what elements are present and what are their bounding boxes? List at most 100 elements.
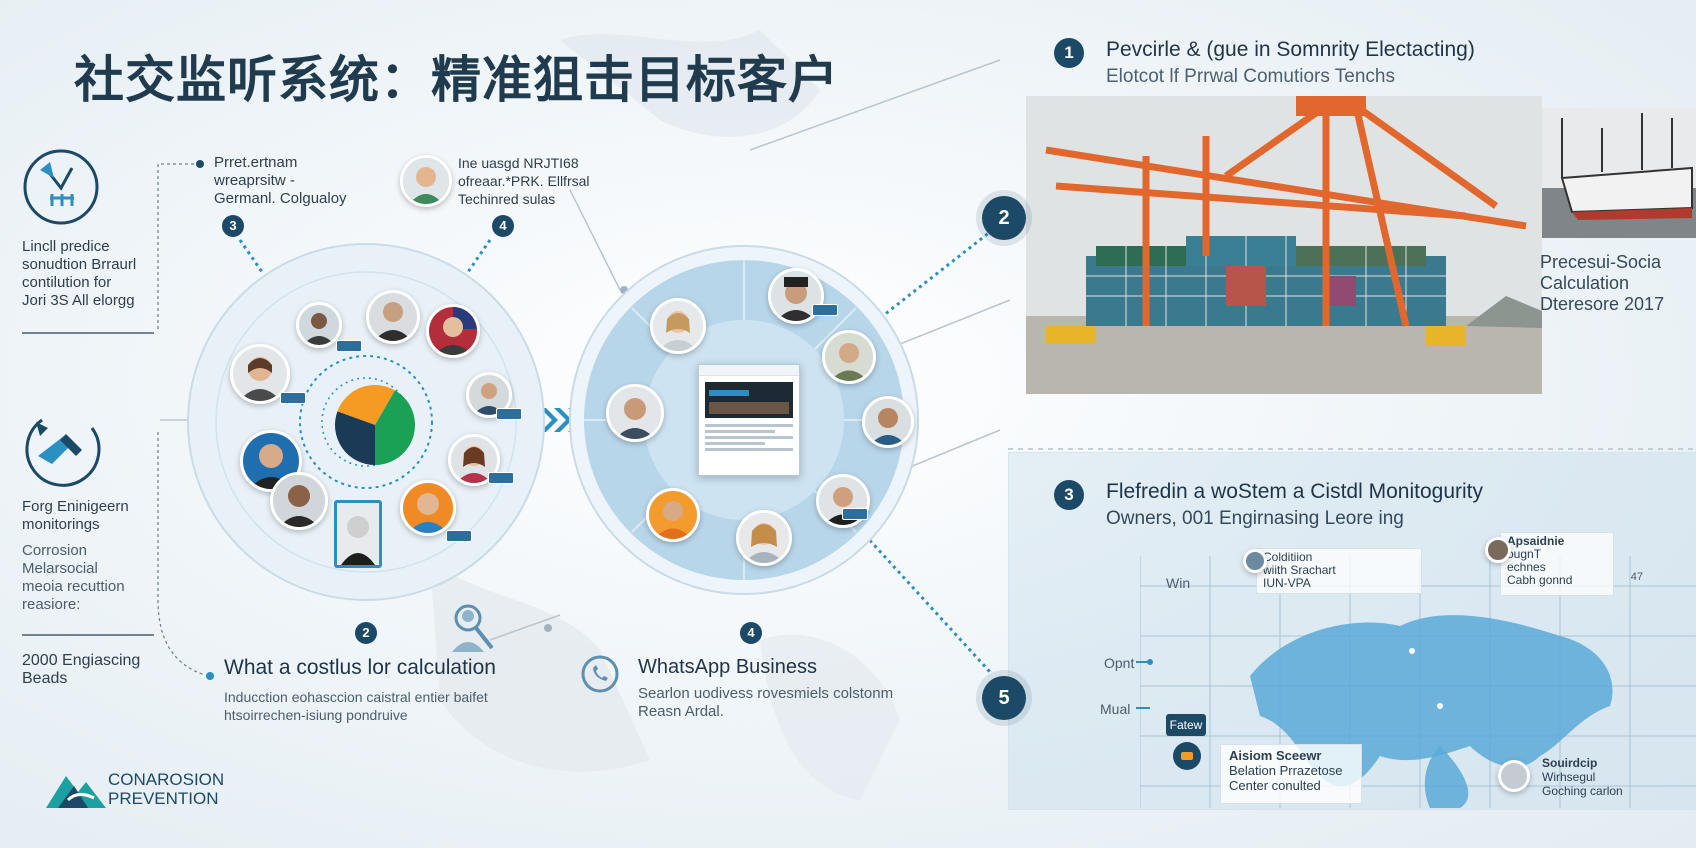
pie-slice: [335, 411, 375, 465]
section-number: 2: [982, 196, 1026, 240]
card-label: Fatew: [1166, 714, 1206, 736]
port-crane-image: [1026, 96, 1542, 394]
avatar: [650, 298, 706, 354]
card-line: echnes: [1507, 560, 1546, 574]
sidebar-heading: Beads: [22, 670, 68, 687]
avatar: [1498, 760, 1530, 792]
card-line: wiith Srachart: [1263, 563, 1336, 577]
sidebar-line: sonudtion Brraurl: [22, 256, 137, 273]
card-line: Colditiion: [1263, 550, 1313, 564]
sidebar-line: Lincll predice: [22, 238, 110, 255]
caption-heading: What a costlus lor calculation: [224, 656, 496, 679]
world-map-grid: [1140, 556, 1696, 808]
tag-marker: [812, 304, 838, 316]
whatsapp-line: Searlon uodivess rovesmiels colstonm: [638, 685, 894, 702]
dashboard-screen: [698, 364, 800, 476]
label-line: Germanl. Colgualoy: [214, 190, 347, 207]
pie-slice: [375, 390, 415, 465]
pie-chart: [335, 385, 415, 465]
logo-icon: [46, 776, 106, 808]
avatar: [736, 510, 792, 566]
section1-side-text: Precesui-Socia Calculation Dteresore 201…: [1540, 252, 1664, 315]
step-badge: 3: [222, 215, 244, 237]
avatar: [400, 155, 452, 207]
profile-card: [334, 500, 382, 568]
tools-icon: [25, 418, 101, 487]
whatsapp-line: Reasn Ardal.: [638, 703, 724, 720]
avatar: [822, 330, 876, 384]
avatar: [862, 396, 914, 448]
label-line: Ine uasgd NRJTI68: [458, 155, 579, 171]
section-divider: [1008, 448, 1696, 450]
ship-photo: [1542, 108, 1696, 238]
sidebar-icon-antenna: [22, 148, 100, 226]
section-number: 1: [1054, 38, 1084, 68]
card-line: Aisiom Sceewr: [1229, 748, 1322, 763]
avatar: [426, 304, 480, 358]
map-card-bottom: Aisiom Sceewr Belation Prrazetose Center…: [1220, 744, 1362, 804]
card-line: Cabh gonnd: [1507, 573, 1573, 587]
left-cluster-label-tl: Prret.ertnam wreaprsitw - Germanl. Colgu…: [214, 154, 347, 208]
map-card-top-right: Apsaidnie ougnT echnes Cabh gonnd 47: [1485, 532, 1643, 596]
sidebar-block-1: Lincll predice sonudtion Brraurl contilu…: [22, 238, 136, 310]
left-cluster-caption: What a costlus lor calculation Inducctio…: [224, 656, 496, 724]
avatar: [646, 488, 700, 542]
label-line: ofreaar.*PRK. Ellfrsal: [458, 173, 590, 189]
sidebar-line: meoia recuttion: [22, 578, 125, 595]
axis-label: Mual: [1100, 701, 1131, 717]
side-text-line: Precesui-Socia: [1540, 252, 1662, 272]
section-heading: Flefredin a woStem a Cistdl Monitogurity: [1106, 480, 1483, 503]
sidebar-block-3: 2000 Engiascing Beads: [22, 652, 140, 688]
sidebar-heading: Forg Eninigeern: [22, 498, 129, 515]
avatar: [296, 302, 342, 348]
sidebar-line: reasiore:: [22, 596, 81, 613]
caption-line: Inducction eohasccion caistral entier ba…: [224, 689, 488, 705]
map-card-bottom-right: Souirdcip Wirhsegul Goching carlon: [1498, 756, 1682, 804]
side-text-line: Dteresore 2017: [1540, 294, 1665, 314]
card-line: Goching carlon: [1542, 784, 1623, 798]
tag-marker: [446, 530, 472, 542]
tag-marker: [488, 472, 514, 484]
logo-line: CONAROSION: [108, 770, 225, 789]
axis-label: Opnt: [1104, 655, 1135, 671]
caption-line: htsoirrechen-isiung pondruive: [224, 707, 408, 723]
avatar: [1485, 537, 1511, 563]
step-badge: 4: [492, 215, 514, 237]
map-card-left: Fatew: [1166, 714, 1208, 770]
sidebar-icon-wrench: [22, 406, 104, 488]
search-person-icon: [446, 602, 500, 666]
avatar: [230, 344, 290, 404]
section-subheading: Owners, 001 Engirnasing Leore ing: [1106, 508, 1404, 529]
tag-marker: [842, 508, 868, 520]
section-number: 5: [982, 676, 1026, 720]
map-card-top: Colditiion wiith Srachart IUN-VPA: [1243, 548, 1422, 594]
avatar: [270, 472, 328, 530]
card-line: Wirhsegul: [1542, 770, 1596, 784]
step-badge: 4: [740, 622, 762, 644]
page-title: 社交监听系统：精准狙击目标客户: [74, 51, 839, 109]
sidebar-heading: 2000 Engiascing: [22, 652, 141, 669]
card-line: ougnT: [1507, 547, 1542, 561]
side-text-line: Calculation: [1540, 273, 1630, 293]
sidebar-line: Jori 3S All elorgg: [22, 292, 135, 309]
avatar: [1243, 549, 1267, 573]
section-number: 3: [1054, 480, 1084, 510]
label-line: wreaprsitw -: [214, 172, 295, 189]
avatar: [448, 434, 500, 486]
sidebar-line: Corrosion: [22, 542, 88, 559]
satellite-icon: [23, 149, 99, 225]
whatsapp-caption: WhatsApp Business Searlon uodivess roves…: [638, 656, 893, 721]
brand-logo: CONAROSION PREVENTION: [44, 768, 244, 814]
whatsapp-heading: WhatsApp Business: [638, 656, 817, 678]
card-line: Center conulted: [1229, 778, 1321, 793]
step-badge: 2: [355, 622, 377, 644]
sidebar-line: Melarsocial: [22, 560, 98, 577]
tag-marker: [496, 408, 522, 420]
card-line: Apsaidnie: [1507, 534, 1565, 548]
sidebar-line: contilution for: [22, 274, 112, 291]
card-mark: 47: [1630, 571, 1643, 583]
card-line: Souirdcip: [1542, 756, 1598, 770]
section-heading: Pevcirle & (gue in Somnrity Electacting): [1106, 38, 1475, 61]
avatar: [400, 480, 456, 536]
avatar: [606, 384, 664, 442]
